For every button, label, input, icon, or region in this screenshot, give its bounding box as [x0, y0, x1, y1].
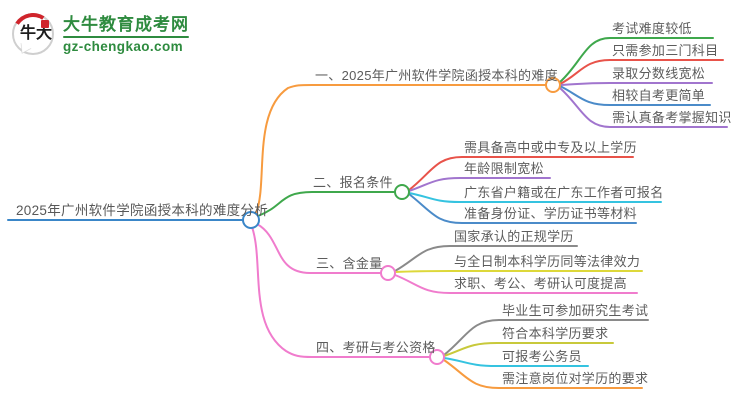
branch2-label: 二、报名条件: [313, 175, 393, 190]
edge-branch1-child1: [559, 37, 714, 83]
logo-divider: [63, 35, 189, 38]
edge-root-branch1: [255, 84, 547, 214]
edge-branch4-child1: [443, 319, 649, 356]
edge-branch3-child1: [394, 245, 578, 272]
logo-bubble-icon: 大牛: [8, 9, 58, 61]
edge-branch2-child3: [408, 192, 662, 203]
branch2-child3-label: 广东省户籍或在广东工作者可报名: [464, 185, 664, 200]
branch1-child2-label: 只需参加三门科目: [612, 43, 719, 58]
branch3-label: 三、含金量: [316, 256, 383, 271]
logo-seal-icon: [41, 20, 49, 28]
branch1-label: 一、2025年广州软件学院函授本科的难度: [315, 68, 558, 83]
edge-branch4-child4: [443, 359, 643, 389]
site-name: 大牛教育成考网: [63, 14, 189, 34]
edge-root-branch3: [256, 223, 382, 274]
branch4-child1-label: 毕业生可参加研究生考试: [502, 303, 649, 318]
site-domain: gz-chengkao.com: [63, 38, 184, 54]
site-logo[interactable]: 大牛 大牛教育成考网 gz-chengkao.com: [8, 9, 189, 61]
branch1-child3-label: 录取分数线宽松: [612, 66, 706, 81]
branch1-child4-label: 相较自考更简单: [612, 88, 706, 103]
branch2-child1-label: 需具备高中或中专及以上学历: [464, 140, 637, 155]
branch3-child1-label: 国家承认的正规学历: [454, 229, 574, 244]
edge-branch1-child4: [559, 85, 711, 106]
branch4-label: 四、考研与考公资格: [316, 340, 436, 355]
branch1-node-circle: [545, 77, 561, 93]
branch1-child5-label: 需认真备考掌握知识: [612, 110, 732, 125]
branch3-node-circle: [380, 265, 396, 281]
edge-branch3-child3: [394, 274, 638, 294]
branch4-child3-label: 可报考公务员: [502, 349, 582, 364]
branch4-node-circle: [429, 349, 445, 365]
branch4-child2-label: 符合本科学历要求: [502, 326, 609, 341]
root-node-label: 2025年广州软件学院函授本科的难度分析: [16, 203, 269, 218]
root-node-circle: [242, 211, 260, 229]
edge-branch1-child3: [559, 82, 713, 86]
edge-root-branch2: [257, 191, 396, 217]
logo-text-block: 大牛教育成考网 gz-chengkao.com: [63, 15, 189, 54]
branch1-child1-label: 考试难度较低: [612, 21, 692, 36]
edge-branch4-child2: [443, 342, 614, 357]
branch4-child4-label: 需注意岗位对学历的要求: [502, 371, 649, 386]
edge-branch2-child2: [408, 177, 551, 192]
edge-branch1-child2: [559, 59, 724, 85]
branch3-child2-label: 与全日制本科学历同等法律效力: [454, 254, 641, 269]
branch2-child2-label: 年龄限制宽松: [464, 161, 544, 176]
branch3-child3-label: 求职、考公、考研认可度提高: [454, 276, 627, 291]
edge-branch2-child1: [408, 156, 634, 191]
edge-branch4-child3: [443, 357, 589, 367]
branch2-child4-label: 准备身份证、学历证书等材料: [464, 206, 637, 221]
branch2-node-circle: [394, 184, 410, 200]
edge-branch3-child2: [394, 270, 643, 273]
edge-branch1-child5: [559, 87, 728, 128]
edge-root-branch4: [251, 226, 431, 358]
edge-branch2-child4: [408, 193, 637, 224]
